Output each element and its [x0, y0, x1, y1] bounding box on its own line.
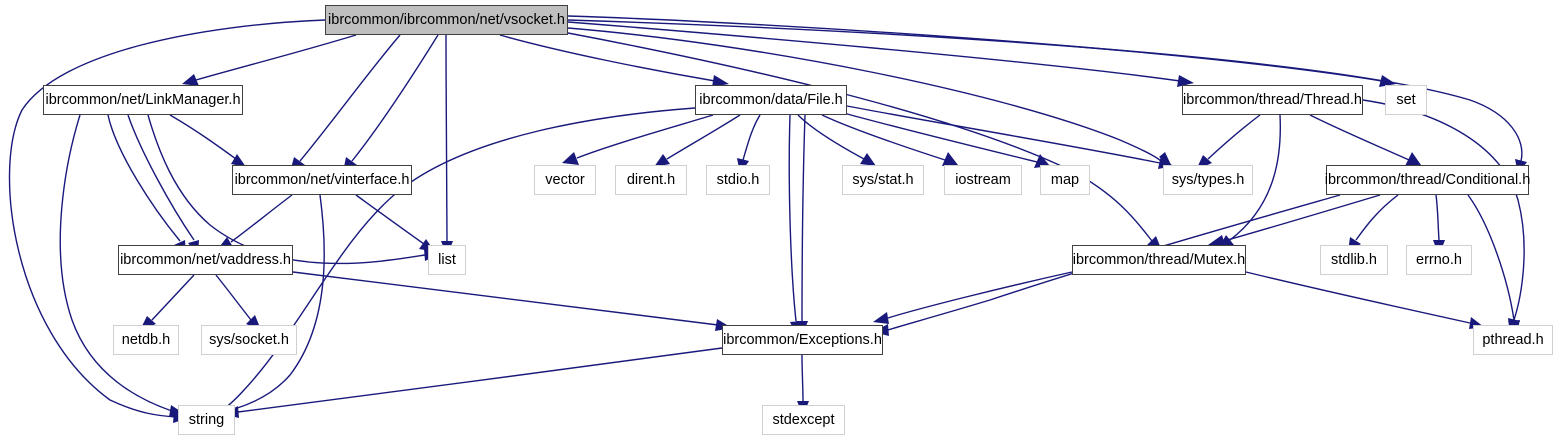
node-conditional-h[interactable]: ibrcommon/thread/Conditional.h	[1325, 165, 1530, 195]
node-label: ibrcommon/thread/Mutex.h	[1072, 251, 1246, 268]
node-vaddress-h[interactable]: ibrcommon/net/vaddress.h	[118, 245, 293, 275]
node-label: ibrcommon/net/vaddress.h	[120, 251, 291, 268]
node-pthread-h[interactable]: pthread.h	[1473, 325, 1553, 355]
node-label: ibrcommon/Exceptions.h	[723, 331, 882, 348]
node-iostream[interactable]: iostream	[944, 165, 1022, 195]
node-label: stdexcept	[772, 411, 835, 428]
node-label: map	[1050, 171, 1080, 188]
node-stdexcept[interactable]: stdexcept	[762, 405, 845, 435]
node-label: ibrcommon/net/vinterface.h	[234, 171, 410, 188]
node-label: vector	[545, 171, 585, 188]
node-netdb-h[interactable]: netdb.h	[113, 325, 179, 355]
node-stdlib-h[interactable]: stdlib.h	[1320, 245, 1388, 275]
node-label: sys/stat.h	[852, 171, 914, 188]
node-sys-socket-h[interactable]: sys/socket.h	[201, 325, 297, 355]
node-label: list	[438, 251, 456, 268]
node-thread-h[interactable]: ibrcommon/thread/Thread.h	[1182, 85, 1363, 115]
node-string[interactable]: string	[178, 405, 235, 435]
node-label: string	[188, 411, 225, 428]
node-vector[interactable]: vector	[534, 165, 596, 195]
node-set[interactable]: set	[1385, 85, 1427, 115]
node-file-h[interactable]: ibrcommon/data/File.h	[695, 85, 847, 115]
node-label: stdio.h	[716, 171, 760, 188]
node-label: pthread.h	[1482, 331, 1544, 348]
node-label: ibrcommon/net/LinkManager.h	[45, 91, 241, 108]
node-exceptions-h[interactable]: ibrcommon/Exceptions.h	[722, 325, 883, 355]
node-sys-types-h[interactable]: sys/types.h	[1163, 165, 1253, 195]
node-vinterface-h[interactable]: ibrcommon/net/vinterface.h	[232, 165, 412, 195]
node-label: errno.h	[1416, 251, 1462, 268]
node-label: stdlib.h	[1331, 251, 1377, 268]
node-label: ibrcommon/thread/Conditional.h	[1324, 171, 1531, 188]
node-label: set	[1396, 91, 1416, 108]
node-label: dirent.h	[626, 171, 676, 188]
node-mutex-h[interactable]: ibrcommon/thread/Mutex.h	[1072, 245, 1246, 275]
node-errno-h[interactable]: errno.h	[1406, 245, 1472, 275]
node-label: ibrcommon/data/File.h	[699, 91, 843, 108]
node-label: sys/socket.h	[209, 331, 289, 348]
node-dirent-h[interactable]: dirent.h	[615, 165, 687, 195]
node-linkmanager-h[interactable]: ibrcommon/net/LinkManager.h	[43, 85, 243, 115]
node-sys-stat-h[interactable]: sys/stat.h	[842, 165, 924, 195]
node-label: ibrcommon/ibrcommon/net/vsocket.h	[328, 11, 565, 28]
node-vsocket-h[interactable]: ibrcommon/ibrcommon/net/vsocket.h	[325, 5, 568, 35]
node-stdio-h[interactable]: stdio.h	[706, 165, 770, 195]
node-label: ibrcommon/thread/Thread.h	[1183, 91, 1362, 108]
node-label: iostream	[955, 171, 1011, 188]
node-map[interactable]: map	[1040, 165, 1090, 195]
node-label: netdb.h	[121, 331, 171, 348]
node-label: sys/types.h	[1171, 171, 1245, 188]
node-list[interactable]: list	[428, 245, 466, 275]
